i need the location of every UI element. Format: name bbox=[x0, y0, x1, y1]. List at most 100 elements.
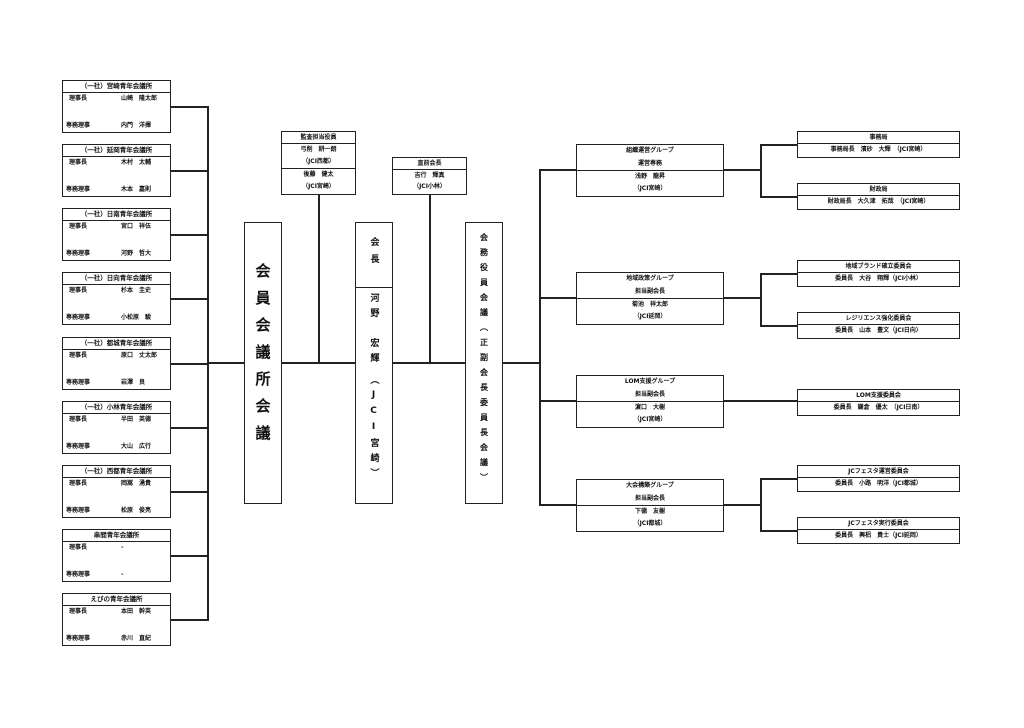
group-leader-name: 下德 友樹 bbox=[634, 508, 665, 515]
lom-president-row: 理事長 宮口 祥伍 bbox=[69, 222, 166, 231]
lom-role-label: 理事長 bbox=[69, 608, 88, 615]
committee-chair: 委員長 鎌倉 優太 （JCI日南） bbox=[833, 404, 924, 411]
branch-line bbox=[760, 478, 798, 480]
lom-president-name: 木村 太輔 bbox=[121, 159, 152, 166]
group-connector-line bbox=[539, 169, 577, 171]
lom-president-name: 宮口 祥伍 bbox=[121, 223, 152, 230]
group-leader-name: 濵口 大樹 bbox=[634, 404, 665, 411]
lom-president-name: 原口 丈太郎 bbox=[121, 352, 158, 359]
lom-chapter-name: （一社）西都青年会議所 bbox=[63, 466, 170, 478]
lom-secretary-name: 小松原 駿 bbox=[121, 314, 152, 321]
committee-name: JCフェスタ実行委員会 bbox=[798, 518, 959, 530]
lom-chapter-name: （一社）宮崎青年会議所 bbox=[63, 81, 170, 93]
past-president-box: 直前会長 吉行 輝真 （JCI小林） bbox=[392, 157, 467, 195]
lom-connector-line bbox=[171, 234, 208, 236]
committee-chair: 委員長 小路 明洋（JCI都城） bbox=[835, 480, 922, 487]
lom-chapter-box: （一社）宮崎青年会議所 理事長 山崎 隆太郎 専務理事 内門 洋揮 bbox=[62, 80, 171, 133]
auditor-2-name: 後藤 健太 bbox=[303, 171, 334, 178]
lom-secretary-row: 専務理事 松原 俊亮 bbox=[66, 506, 166, 515]
lom-chapter-name: 串間青年会議所 bbox=[63, 530, 170, 542]
committee-box: 事務局 事務局長 濱砂 大輝 （JCI宮崎） bbox=[797, 131, 960, 158]
branch-line bbox=[724, 504, 761, 506]
member-assembly-box: 会員会議所会議 bbox=[244, 222, 282, 504]
branch-line bbox=[760, 273, 798, 275]
committee-chair: 委員長 大谷 翔輝（JCI小林） bbox=[835, 275, 922, 282]
lom-president-row: 理事長 岡嵩 湧貴 bbox=[69, 479, 166, 488]
lom-role-label: 専務理事 bbox=[66, 122, 91, 129]
branch-trunk-line bbox=[760, 273, 762, 326]
lom-role-label: 専務理事 bbox=[66, 186, 91, 193]
lom-connector-line bbox=[171, 491, 208, 493]
lom-secretary-name: - bbox=[121, 571, 124, 578]
lom-to-assembly-line bbox=[207, 362, 245, 364]
president-name: 河野 宏輝 bbox=[368, 293, 379, 368]
lom-role-label: 専務理事 bbox=[66, 635, 91, 642]
committee-name: JCフェスタ運営委員会 bbox=[798, 466, 959, 478]
group-box: LOM支援グループ 担当副会長 濵口 大樹 （JCI宮崎） bbox=[576, 375, 724, 428]
lom-role-label: 理事長 bbox=[69, 416, 88, 423]
group-leader-org: （JCI延岡） bbox=[633, 313, 667, 320]
committee-chair: 委員長 山本 豊文（JCI日向） bbox=[835, 327, 922, 334]
branch-trunk-line bbox=[760, 144, 762, 197]
lom-chapter-box: （一社）西都青年会議所 理事長 岡嵩 湧貴 専務理事 松原 俊亮 bbox=[62, 465, 171, 518]
lom-connector-line bbox=[171, 106, 208, 108]
lom-role-label: 理事長 bbox=[69, 95, 88, 102]
group-leader-name: 浅野 龍昇 bbox=[634, 173, 665, 180]
lom-president-row: 理事長 半田 英德 bbox=[69, 415, 166, 424]
lom-connector-line bbox=[171, 170, 208, 172]
lom-chapter-box: （一社）延岡青年会議所 理事長 木村 太輔 専務理事 木本 嘉則 bbox=[62, 144, 171, 197]
lom-connector-line bbox=[171, 298, 208, 300]
lom-role-label: 理事長 bbox=[69, 223, 88, 230]
lom-president-name: 岡嵩 湧貴 bbox=[121, 480, 152, 487]
lom-role-label: 理事長 bbox=[69, 480, 88, 487]
lom-president-name: 半田 英德 bbox=[121, 416, 152, 423]
committee-name: 事務局 bbox=[798, 132, 959, 144]
lom-role-label: 理事長 bbox=[69, 287, 88, 294]
committee-box: レジリエンス強化委員会 委員長 山本 豊文（JCI日向） bbox=[797, 312, 960, 339]
lom-chapter-name: （一社）日南青年会議所 bbox=[63, 209, 170, 221]
lom-president-row: 理事長 本田 幹英 bbox=[69, 607, 166, 616]
group-name: 地域政策グループ bbox=[626, 275, 674, 282]
branch-line bbox=[760, 530, 798, 532]
lom-role-label: 専務理事 bbox=[66, 507, 91, 514]
group-connector-line bbox=[539, 400, 577, 402]
lom-president-row: 理事長 杉本 圭史 bbox=[69, 286, 166, 295]
lom-connector-line bbox=[171, 555, 208, 557]
group-connector-line bbox=[539, 297, 577, 299]
past-president-name: 吉行 輝真 bbox=[414, 172, 445, 179]
lom-secretary-row: 専務理事 岩澤 良 bbox=[66, 378, 166, 387]
lom-chapter-box: （一社）都城青年会議所 理事長 原口 丈太郎 専務理事 岩澤 良 bbox=[62, 337, 171, 390]
committee-chair: 財政局長 大久津 拓哉 （JCI宮崎） bbox=[827, 198, 930, 205]
auditor-2-org: （JCI宮崎） bbox=[302, 183, 335, 190]
group-name: LOM支援グループ bbox=[624, 378, 676, 385]
member-assembly-label: 会員会議所会議 bbox=[253, 263, 272, 452]
group-leader-org: （JCI宮崎） bbox=[633, 185, 667, 192]
committee-box: 地域ブランド確立委員会 委員長 大谷 翔輝（JCI小林） bbox=[797, 260, 960, 287]
past-president-line bbox=[429, 195, 431, 363]
lom-secretary-name: 岩澤 良 bbox=[121, 379, 146, 386]
group-name: 組織運営グループ bbox=[626, 147, 674, 154]
committee-chair: 委員長 興梠 貴士（JCI延岡） bbox=[835, 532, 922, 539]
lom-secretary-row: 専務理事 小松原 駿 bbox=[66, 313, 166, 322]
lom-secretary-name: 大山 広行 bbox=[121, 443, 152, 450]
branch-line bbox=[724, 169, 761, 171]
branch-line bbox=[724, 400, 798, 402]
lom-secretary-name: 内門 洋揮 bbox=[121, 122, 152, 129]
lom-chapter-name: （一社）日向青年会議所 bbox=[63, 273, 170, 285]
lom-president-name: 本田 幹英 bbox=[121, 608, 152, 615]
lom-president-row: 理事長 原口 丈太郎 bbox=[69, 351, 166, 360]
lom-role-label: 専務理事 bbox=[66, 571, 91, 578]
board-label: 会務役員会議（正副会長委員長会議） bbox=[479, 233, 489, 488]
committee-chair: 事務局長 濱砂 大輝 （JCI宮崎） bbox=[830, 146, 927, 153]
groups-trunk-line bbox=[539, 169, 541, 504]
group-leader-org: （JCI都城） bbox=[633, 520, 667, 527]
president-org: （JCI宮崎） bbox=[368, 375, 379, 483]
past-president-org: （JCI小林） bbox=[413, 183, 446, 190]
lom-secretary-row: 専務理事 木本 嘉則 bbox=[66, 185, 166, 194]
group-box: 地域政策グループ 担当副会長 菊池 祥太郎 （JCI延岡） bbox=[576, 272, 724, 325]
president-box: 会長 河野 宏輝 （JCI宮崎） bbox=[355, 222, 393, 504]
group-box: 組織運営グループ 運営専務 浅野 龍昇 （JCI宮崎） bbox=[576, 144, 724, 197]
lom-role-label: 専務理事 bbox=[66, 443, 91, 450]
lom-secretary-row: 専務理事 内門 洋揮 bbox=[66, 121, 166, 130]
lom-trunk-line bbox=[207, 106, 209, 621]
